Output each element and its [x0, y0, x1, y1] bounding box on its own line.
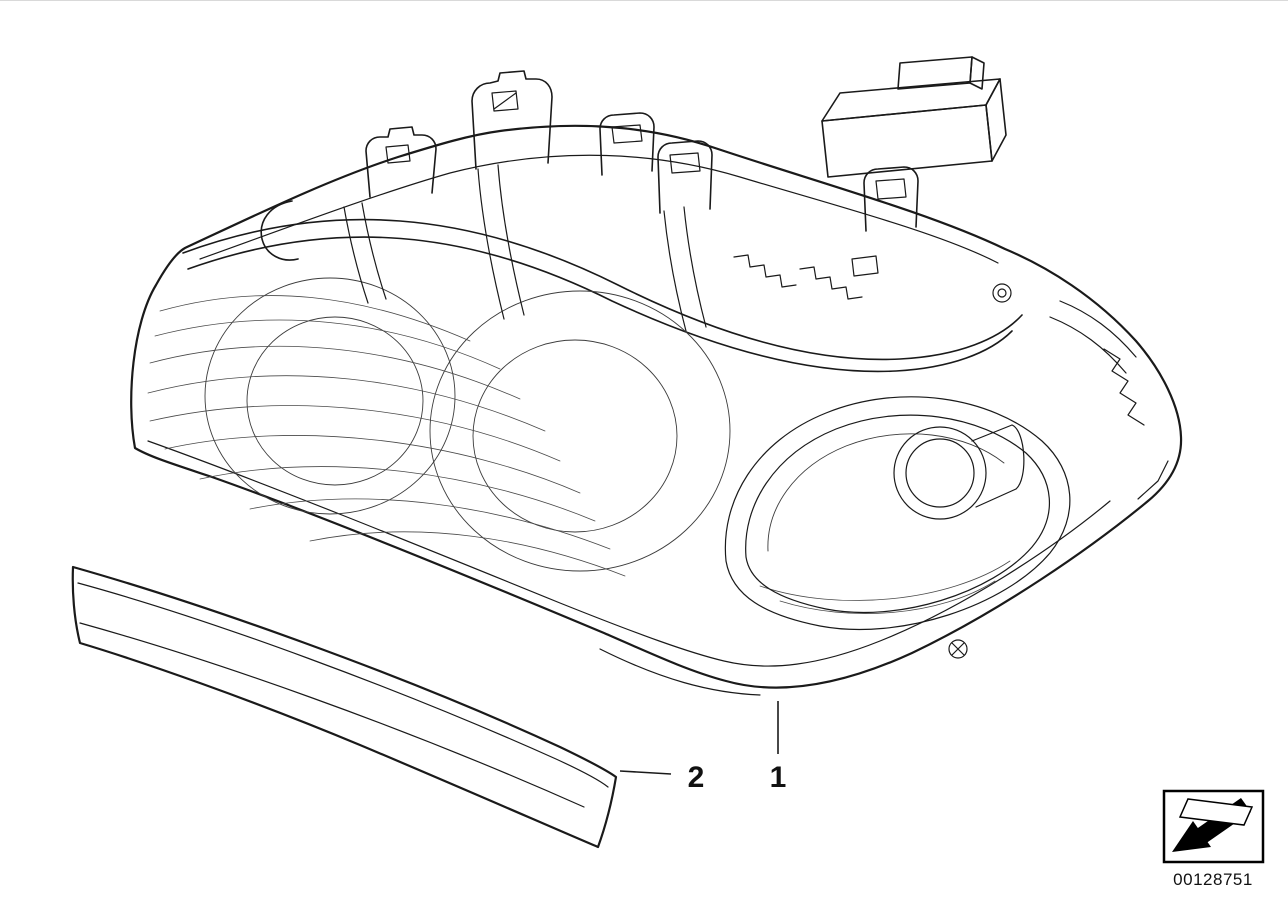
projector-circles	[204, 277, 731, 572]
callout-1-label[interactable]: 1	[770, 761, 787, 794]
image-number: 00128751	[1173, 870, 1253, 889]
trim-strip-ridges	[77, 582, 609, 808]
callout-2-leader-line	[619, 770, 672, 775]
direction-arrow-icon	[1172, 798, 1254, 852]
lens-bottom-edge	[147, 440, 1111, 696]
bulb-cylinder	[893, 424, 1025, 520]
headlight-assembly-drawing	[130, 56, 1183, 696]
trim-strip-outline	[71, 565, 618, 849]
mounting-brackets	[260, 70, 919, 261]
frame-edge	[199, 154, 999, 264]
rim-trim	[182, 218, 1023, 373]
trim-strip-drawing	[71, 565, 618, 849]
callout-2: 2	[619, 761, 705, 794]
turn-signal-pocket	[724, 396, 1071, 631]
corner-bracket	[1049, 300, 1169, 500]
control-module	[821, 56, 1007, 178]
callout-2-label[interactable]: 2	[688, 761, 705, 794]
lens-streaks	[147, 295, 1011, 614]
round-hole	[992, 283, 1012, 303]
callout-1: 1	[770, 701, 787, 794]
stamp-block: 00128751	[1162, 789, 1265, 889]
serrated-strips	[733, 254, 879, 300]
adjuster-screw	[948, 639, 968, 659]
retainer-straps	[343, 164, 707, 332]
housing-outline	[130, 124, 1183, 689]
